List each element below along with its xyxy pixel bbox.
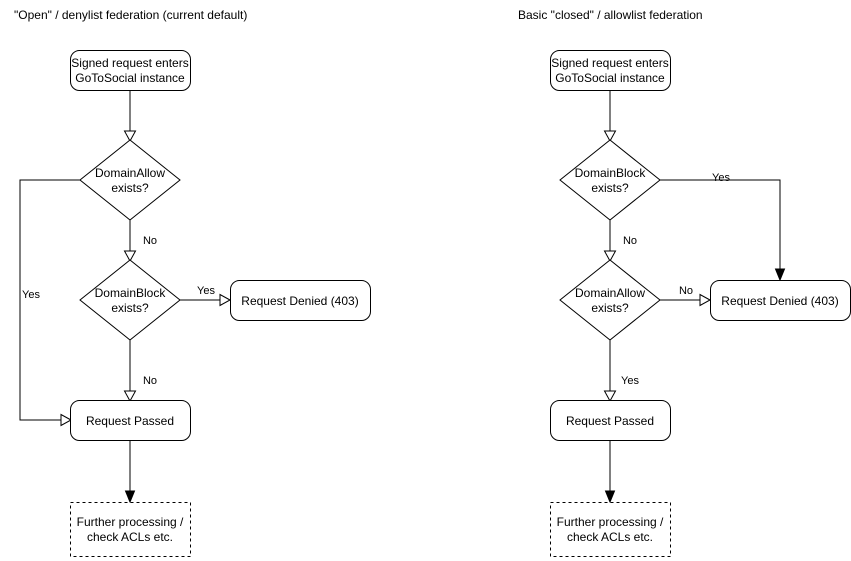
node-decision-domainallow-right[interactable]: [559, 259, 661, 341]
node-decision-domainallow-right-line2: exists?: [591, 301, 629, 315]
panel-open-denylist: "Open" / denylist federation (current de…: [14, 8, 371, 557]
edge-label-domainallow-no: No: [143, 235, 157, 247]
node-entry-right-line2: GoToSocial instance: [555, 71, 665, 85]
node-decision-domainblock-right[interactable]: [559, 139, 661, 221]
node-entry-left-line2: GoToSocial instance: [75, 71, 185, 85]
node-decision-domainblock-left-line2: exists?: [111, 301, 149, 315]
node-request-denied-left[interactable]: [230, 280, 371, 321]
edge-label-domainallow-yes: Yes: [22, 289, 40, 301]
edge-label-domainallow-no-right: No: [679, 285, 693, 297]
panel-title-open-denylist: "Open" / denylist federation (current de…: [14, 8, 247, 22]
arrowhead-passed-to-further-right: [604, 490, 616, 504]
node-further-processing-left-line1: Further processing /: [77, 515, 184, 529]
node-decision-domainallow-left[interactable]: [79, 139, 181, 221]
node-decision-domainblock-left[interactable]: [79, 259, 181, 341]
edge-domainallow-yes-to-passed: [19, 179, 80, 421]
node-request-passed-left-label: Request Passed: [86, 414, 174, 428]
arrowhead-domainallow-no-to-denied-right: [699, 293, 712, 307]
node-request-denied-right-label: Request Denied (403): [721, 294, 838, 308]
node-request-denied-left-label: Request Denied (403): [241, 294, 358, 308]
arrowhead-domainblock-no-to-domainallow-right: [603, 250, 617, 263]
node-entry-left-line1: Signed request enters: [71, 56, 188, 70]
edge-label-domainblock-yes-right: Yes: [712, 172, 730, 184]
arrowhead-domainblock-yes-to-denied-right: [774, 268, 786, 282]
node-further-processing-right[interactable]: [550, 502, 671, 557]
node-decision-domainallow-left-line1: DomainAllow: [95, 166, 165, 180]
node-further-processing-right-line1: Further processing /: [557, 515, 664, 529]
node-decision-domainallow-left-line2: exists?: [111, 181, 149, 195]
edge-label-domainblock-no: No: [143, 375, 157, 387]
arrowhead-passed-to-further-left: [124, 490, 136, 504]
edge-label-domainblock-no-right: No: [623, 235, 637, 247]
arrowhead-domainblock-yes-to-denied: [219, 293, 232, 307]
node-decision-domainallow-right-line1: DomainAllow: [575, 286, 645, 300]
node-further-processing-left[interactable]: [70, 502, 191, 557]
edge-label-domainallow-yes-right: Yes: [621, 375, 639, 387]
arrowhead-domainallow-yes-to-passed-right: [603, 390, 617, 403]
node-request-passed-right-label: Request Passed: [566, 414, 654, 428]
edge-domainblock-yes-to-denied-right: [660, 179, 781, 272]
node-further-processing-right-line2: check ACLs etc.: [567, 530, 653, 544]
arrowhead-domainblock-no-to-passed: [123, 390, 137, 403]
node-decision-domainblock-right-line1: DomainBlock: [575, 166, 647, 180]
arrowhead-domainallow-no-to-domainblock: [123, 250, 137, 263]
arrowhead-domainallow-yes-to-passed: [60, 413, 73, 427]
arrowhead-entry-to-domainblock-right: [603, 130, 617, 143]
arrowhead-entry-to-domainallow: [123, 130, 137, 143]
node-decision-domainblock-left-line1: DomainBlock: [95, 286, 167, 300]
node-decision-domainblock-right-line2: exists?: [591, 181, 629, 195]
panel-closed-allowlist: Basic "closed" / allowlist federation Si…: [518, 8, 851, 557]
panel-title-closed-allowlist: Basic "closed" / allowlist federation: [518, 8, 703, 22]
edge-label-domainblock-yes: Yes: [197, 285, 215, 297]
node-entry-right-line1: Signed request enters: [551, 56, 668, 70]
node-further-processing-left-line2: check ACLs etc.: [87, 530, 173, 544]
